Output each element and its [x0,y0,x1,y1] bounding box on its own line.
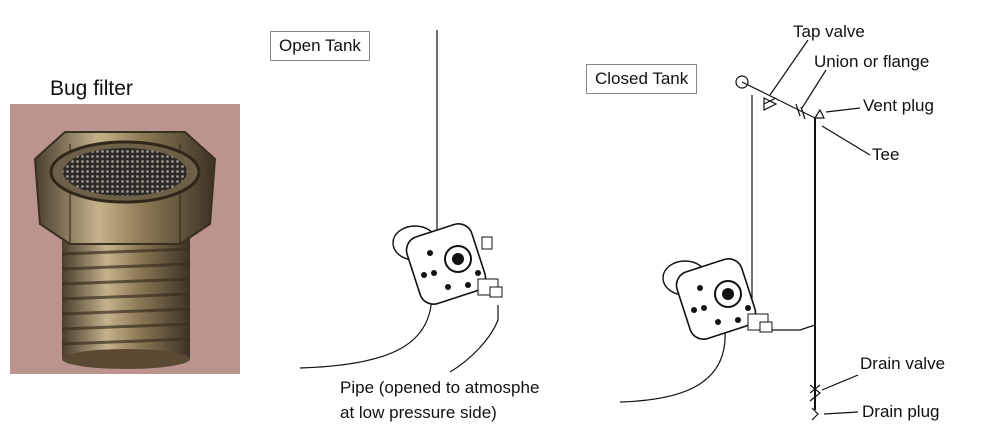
closed-tank-title: Closed Tank [586,64,698,94]
label-drain-plug: Drain plug [862,402,940,421]
open-tank-pipe [299,295,433,369]
tap-line [741,81,816,119]
pipe-note-line2: at low pressure side) [340,403,497,422]
label-union-flange: Union or flange [814,52,930,71]
bug-filter-title: Bug filter [50,77,133,100]
label-tap-valve: Tap valve [793,22,865,41]
label-vent-plug: Vent plug [863,96,934,115]
label-tee: Tee [872,145,900,164]
bug-filter-photo [10,104,240,374]
pipe-note-line1: Pipe (opened to atmosphe [340,378,540,397]
open-tank-transmitter [392,223,503,305]
closed-tank-pipe [619,329,726,403]
open-tank-title: Open Tank [270,31,370,61]
open-tank-low-pipe [449,305,499,373]
transmitter-low-connection [770,324,816,331]
label-drain-valve: Drain valve [860,354,946,373]
closed-tank-transmitter [662,258,773,340]
